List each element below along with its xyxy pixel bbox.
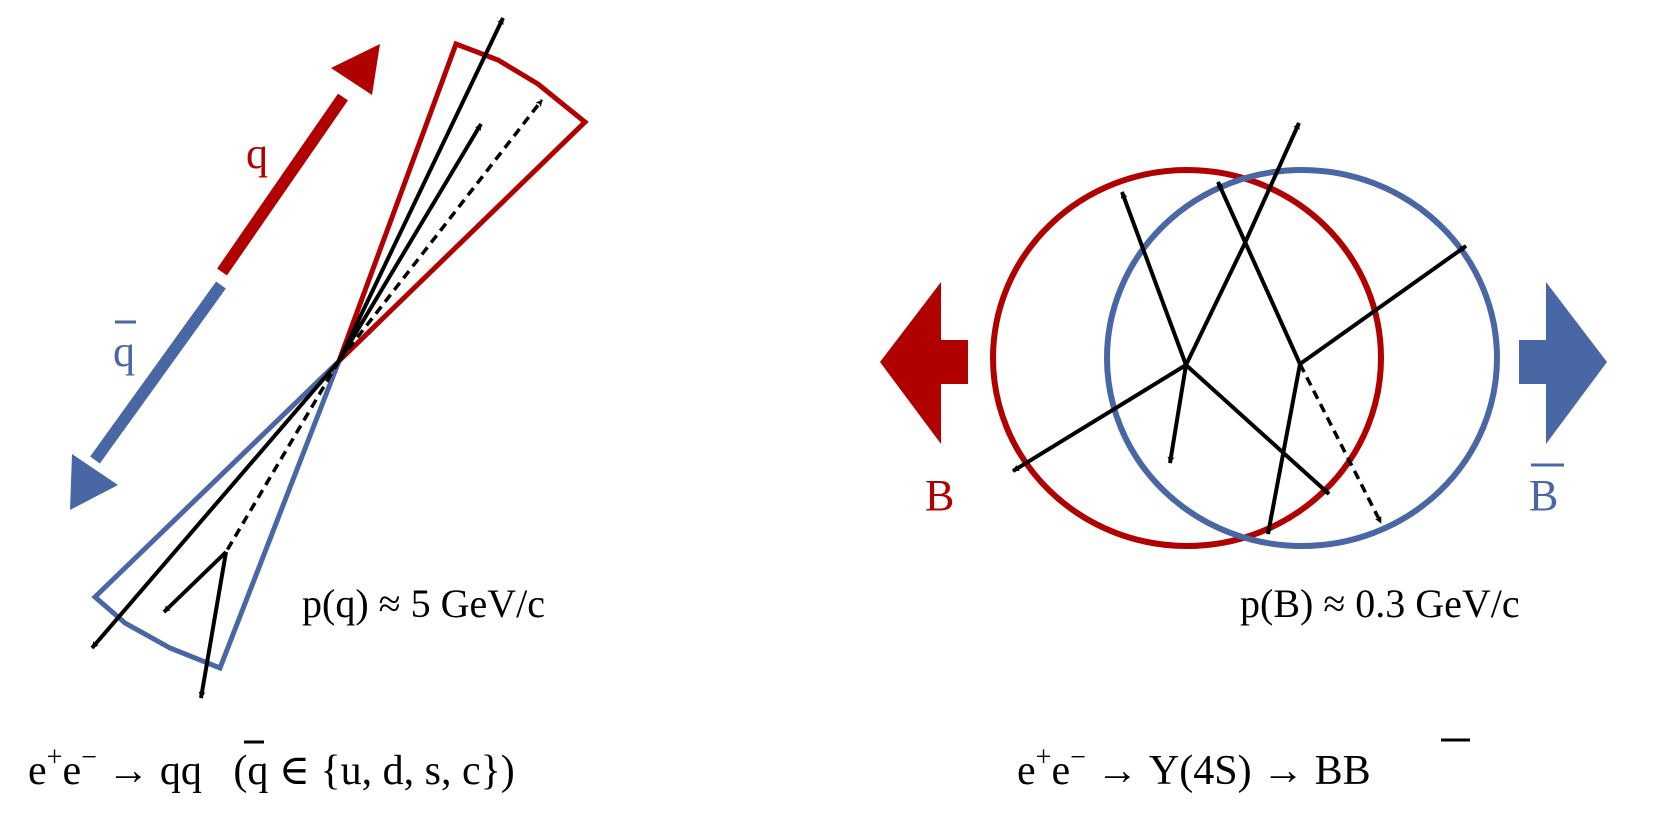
quark-jet-neutral-track <box>337 98 544 363</box>
svg-text:B: B <box>1529 471 1558 520</box>
b-decay-track <box>1120 191 1188 366</box>
bbar-direction-arrow <box>1519 282 1607 444</box>
bbar-decay-tracks <box>1216 181 1468 535</box>
b-momentum-label: p(B) ≈ 0.3 GeV/c <box>1240 581 1520 626</box>
continuum-panel: q q p(q) ≈ 5 GeV/c e+e− → qq (q ∈ {u, d,… <box>28 17 589 794</box>
antiquark-jet-neutral-track <box>224 360 341 553</box>
quark-label: q <box>246 129 268 178</box>
upsilon-process-label: e+e− → Υ(4S) → BB <box>1017 742 1371 794</box>
quark-momentum-label: p(q) ≈ 5 GeV/c <box>302 581 545 626</box>
b-decay-track <box>1167 364 1188 464</box>
antiquark-jet-track <box>90 359 341 650</box>
b-meson-panel: B B p(B) ≈ 0.3 GeV/c e+e− → Υ(4S) → BB <box>880 122 1607 794</box>
antiquark-jet-track <box>198 551 228 699</box>
quark-jet-track <box>337 17 505 362</box>
bbar-decay-track <box>1265 363 1302 535</box>
continuum-process-label: e+e− → qq (q ∈ {u, d, s, c}) <box>28 742 515 794</box>
antiquark-direction-arrow <box>70 281 226 510</box>
antiquark-jet-cone <box>91 359 342 672</box>
b-decay-circle <box>990 167 1384 549</box>
b-decay-track <box>1184 244 1246 366</box>
bbar-decay-track <box>1216 181 1302 365</box>
quark-jet-track <box>337 122 483 363</box>
b-decay-track <box>1184 363 1331 496</box>
b-decay-track <box>1011 363 1188 473</box>
b-decay-tracks <box>1011 122 1331 496</box>
antiquark-jet-track <box>162 550 228 614</box>
bbar-meson-label: B <box>1529 463 1564 520</box>
quark-jet-cone <box>336 40 589 363</box>
b-direction-arrow <box>880 282 968 444</box>
bbar-decay-track <box>1298 244 1468 366</box>
bbar-decay-circle <box>1104 167 1500 549</box>
quark-direction-arrow <box>217 44 380 276</box>
b-decay-track <box>1242 122 1301 246</box>
antiquark-label: q <box>113 320 136 376</box>
svg-text:q: q <box>113 327 135 376</box>
b-meson-label: B <box>925 471 954 520</box>
